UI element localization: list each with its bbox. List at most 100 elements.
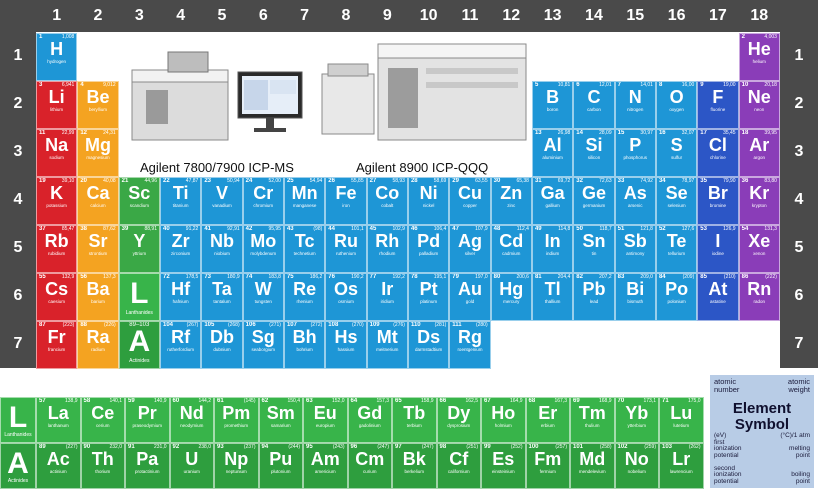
atomic-weight: 101,1 xyxy=(351,226,364,232)
element-name: neptunium xyxy=(225,469,247,474)
atomic-weight: (259) xyxy=(644,444,656,450)
element-symbol: Lu xyxy=(670,403,693,423)
atomic-weight: (267) xyxy=(186,322,199,328)
element-name: neodymium xyxy=(180,423,204,428)
atomic-weight: 55,85 xyxy=(351,178,364,184)
atomic-weight: 164,9 xyxy=(509,398,523,404)
element-symbol: Lr xyxy=(672,449,691,469)
group-label-12: 12 xyxy=(502,7,521,24)
atomic-number: 99 xyxy=(484,444,491,450)
element-name: technetium xyxy=(293,251,316,256)
atomic-number: 23 xyxy=(204,178,211,184)
element-name: berkelium xyxy=(404,469,424,474)
element-symbol: Se xyxy=(665,183,688,203)
element-name: cerium xyxy=(95,423,110,428)
atomic-weight: (209) xyxy=(682,274,695,280)
element-symbol: Rf xyxy=(171,327,191,347)
atomic-number: 45 xyxy=(369,226,377,232)
atomic-number: 36 xyxy=(741,178,749,184)
element-symbol: Bh xyxy=(292,327,317,347)
element-name: promethium xyxy=(224,423,249,428)
atomic-number: 16 xyxy=(658,130,666,136)
atomic-weight: 127,6 xyxy=(681,226,695,232)
element-symbol: Re xyxy=(293,279,317,299)
atomic-weight: 12,01 xyxy=(599,82,612,88)
element-name: neon xyxy=(754,107,765,112)
period-label-right-6: 6 xyxy=(794,287,804,304)
element-name: bohrium xyxy=(296,347,313,352)
atomic-number: 11 xyxy=(39,130,46,136)
atomic-weight: 54,94 xyxy=(309,178,323,184)
legend-note-line: point xyxy=(795,451,810,459)
legend-note-line: melting xyxy=(789,445,810,452)
atomic-weight: 186,2 xyxy=(309,274,323,280)
element-symbol: Ni xyxy=(419,183,438,203)
element-symbol: H xyxy=(50,39,64,59)
atomic-number: 80 xyxy=(493,274,501,280)
element-name: einsteinium xyxy=(491,469,515,474)
element-symbol: Si xyxy=(585,135,603,155)
legend-title-line2: Symbol xyxy=(734,416,790,433)
period-label-left-1: 1 xyxy=(13,47,23,64)
atomic-weight: 69,72 xyxy=(557,178,571,184)
element-name: gold xyxy=(465,299,475,304)
element-name: helium xyxy=(752,59,766,64)
element-name: phosphorus xyxy=(623,155,648,160)
element-symbol: B xyxy=(546,87,560,107)
atomic-weight: (222) xyxy=(765,274,777,280)
element-name: carbon xyxy=(587,107,601,112)
element-symbol: S xyxy=(670,135,683,155)
element-symbol: Np xyxy=(224,449,249,469)
element-name: actinium xyxy=(49,469,67,474)
element-name: darmstadtium xyxy=(415,347,443,352)
element-name: curium xyxy=(362,469,377,474)
atomic-weight: 140,9 xyxy=(153,398,167,404)
atomic-number: 8 xyxy=(658,82,663,88)
element-name: zirconium xyxy=(171,251,191,256)
atomic-number: 90 xyxy=(83,444,91,450)
element-name: lithium xyxy=(50,107,64,112)
legend-atomic-number: atomic number xyxy=(714,377,740,394)
atomic-weight: 74,92 xyxy=(640,178,653,184)
atomic-number: 50 xyxy=(576,226,583,232)
element-symbol: Tm xyxy=(578,403,606,423)
element-name: titanium xyxy=(172,203,189,208)
period-label-left-4: 4 xyxy=(13,191,23,208)
element-symbol: Cs xyxy=(45,279,69,299)
element-name: oxygen xyxy=(669,107,684,112)
element-name: sodium xyxy=(49,155,64,160)
element-symbol: Ge xyxy=(581,183,606,203)
atomic-weight: 200,6 xyxy=(516,274,529,280)
atomic-weight: 121,8 xyxy=(640,226,653,232)
atomic-number: 30 xyxy=(493,178,501,184)
atomic-weight: (251) xyxy=(466,444,478,450)
atomic-number: 47 xyxy=(452,226,459,232)
period-label-left-2: 2 xyxy=(13,95,23,112)
element-name: lanthanum xyxy=(47,423,69,428)
atomic-weight: 1,008 xyxy=(61,34,75,40)
element-name: thallium xyxy=(544,299,561,304)
atomic-number: 48 xyxy=(493,226,501,232)
atomic-number: 81 xyxy=(534,274,542,280)
